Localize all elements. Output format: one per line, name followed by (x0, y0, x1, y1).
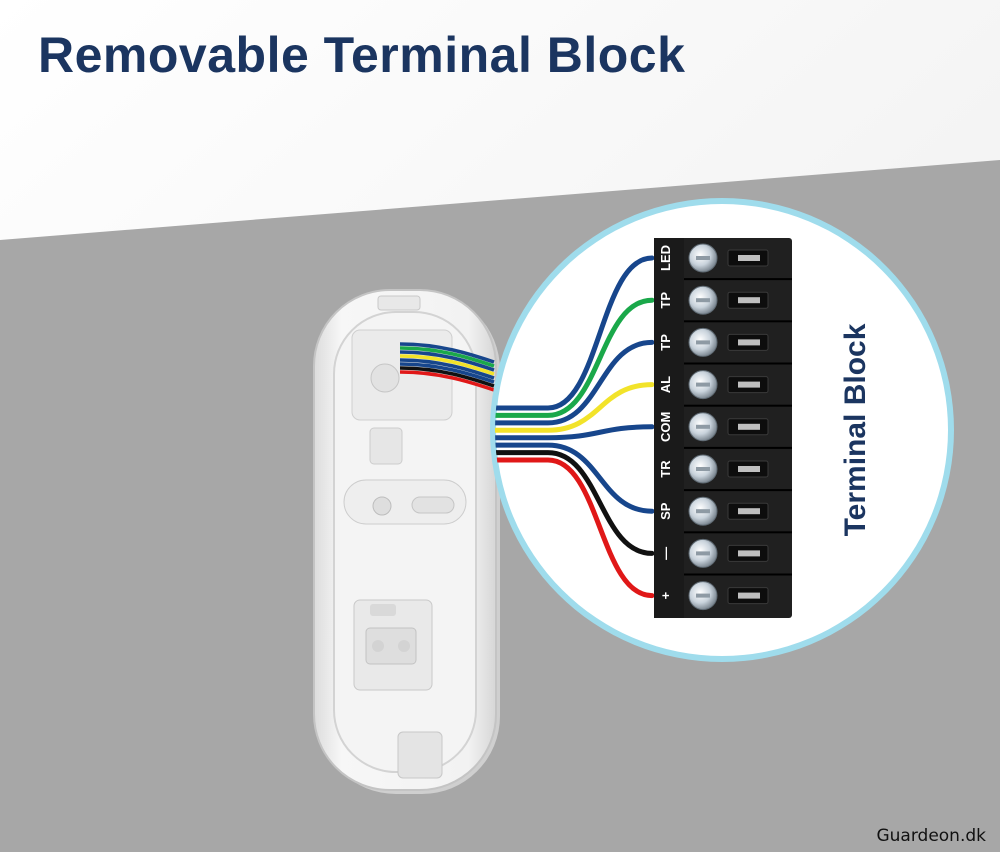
device-housing (313, 289, 500, 794)
terminal-label: COM (658, 412, 673, 442)
screw-slot (696, 467, 710, 471)
terminal-block-label: Terminal Block (839, 323, 872, 536)
device-wire (399, 346, 495, 368)
wire (495, 255, 655, 411)
device-wire (399, 370, 495, 392)
terminal-block-body (654, 238, 792, 618)
terminal-label: + (658, 591, 673, 599)
screw-slot (696, 593, 710, 598)
device-wire (399, 362, 495, 384)
terminal-label: AL (658, 376, 673, 393)
wire (495, 382, 655, 433)
terminal-contact (738, 381, 760, 388)
terminal-divider (684, 362, 792, 365)
terminal-divider (684, 278, 792, 281)
terminal-contact (738, 508, 760, 515)
watermark: Guardeon.dk (876, 826, 986, 846)
terminal-contact (738, 466, 760, 472)
wire (495, 297, 655, 418)
terminal-contact (738, 255, 760, 261)
screw-slot (696, 424, 710, 429)
device-wire (399, 342, 495, 364)
terminal-contact (738, 297, 760, 304)
wire (495, 424, 655, 441)
terminal-contact (738, 339, 760, 346)
device-wire (399, 350, 495, 372)
terminal-contact (738, 550, 760, 557)
terminal-label: SP (658, 502, 673, 520)
terminal-label: — (658, 547, 673, 560)
device-wire (399, 358, 495, 380)
terminal-divider (684, 489, 792, 492)
terminal-label: TP (658, 334, 673, 351)
terminal-label: LED (658, 245, 673, 271)
screw-slot (696, 382, 710, 387)
terminal-label: TR (658, 460, 673, 478)
device-wire-bundle (399, 342, 495, 392)
terminal-divider (684, 446, 792, 449)
terminal-divider (684, 573, 792, 576)
wire (495, 450, 655, 556)
screw-slot (696, 256, 710, 260)
terminal-divider (684, 404, 792, 407)
device-wire (399, 354, 495, 376)
terminal-divider (684, 320, 792, 323)
wire (495, 442, 655, 514)
terminal-contact (738, 592, 760, 599)
wire-bundle (495, 255, 655, 599)
page-title: Removable Terminal Block (38, 27, 686, 83)
screw-slot (696, 340, 710, 345)
terminal-contact (738, 423, 760, 430)
wire (495, 339, 655, 426)
device-wire (399, 366, 495, 388)
terminal-label: TP (658, 292, 673, 309)
terminal-divider (684, 531, 792, 534)
terminal-block: LED TP TP AL COM TR SP — + (654, 238, 792, 618)
wire (495, 457, 655, 599)
screw-slot (696, 551, 710, 556)
screw-slot (696, 298, 710, 303)
screw-slot (696, 509, 710, 514)
